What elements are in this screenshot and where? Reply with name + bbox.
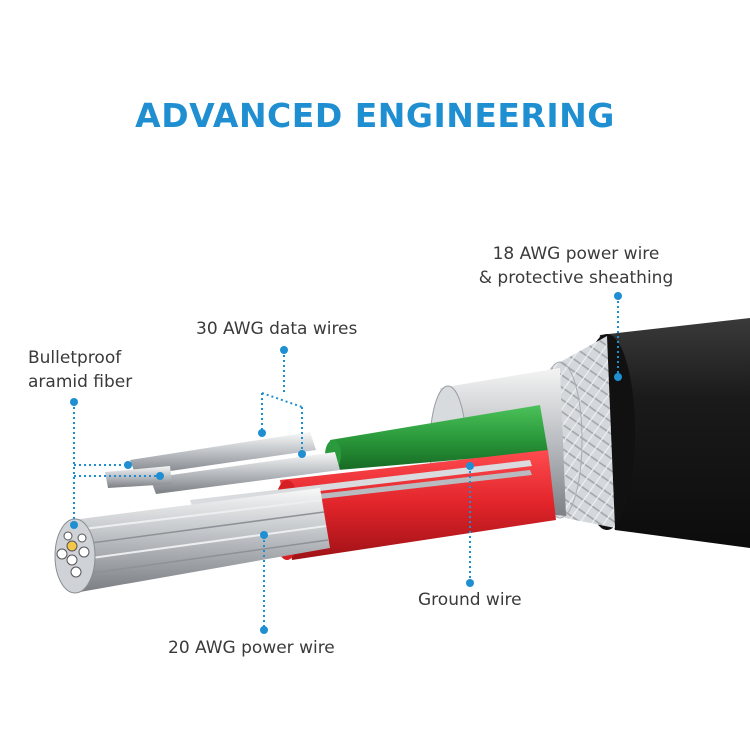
data-wire-conductors <box>105 432 340 494</box>
label-data-wires: 30 AWG data wires <box>196 317 357 341</box>
label-sheathing: 18 AWG power wire & protective sheathing <box>476 242 676 290</box>
label-power-wire-text: 20 AWG power wire <box>168 638 335 658</box>
power-conductor-strands <box>54 488 330 594</box>
label-aramid-line2: aramid fiber <box>28 372 133 392</box>
label-ground-wire-text: Ground wire <box>418 590 522 610</box>
label-power-wire: 20 AWG power wire <box>168 636 335 660</box>
label-sheathing-line1: 18 AWG power wire <box>492 244 660 264</box>
headline: ADVANCED ENGINEERING <box>135 96 615 135</box>
label-aramid-line1: Bulletproof <box>28 348 122 368</box>
callout-dots <box>70 292 622 634</box>
label-aramid: Bulletproof aramid fiber <box>28 346 132 394</box>
label-sheathing-line2: & protective sheathing <box>478 268 674 288</box>
label-data-wires-text: 30 AWG data wires <box>196 319 358 339</box>
label-ground-wire: Ground wire <box>418 588 522 612</box>
callout-lines <box>73 296 619 630</box>
